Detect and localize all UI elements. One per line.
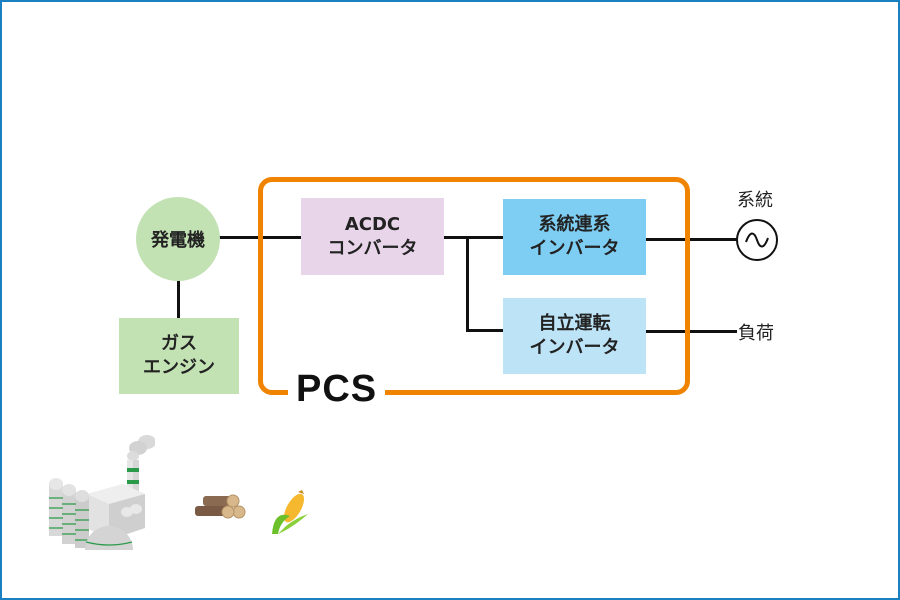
grid-tie-inverter-label-line1: 系統連系 bbox=[538, 214, 611, 235]
line-junction-vertical bbox=[466, 236, 469, 332]
generator-label: 発電機 bbox=[151, 230, 205, 251]
grid-tie-inverter-box: 系統連系 インバータ bbox=[503, 199, 646, 275]
gas-engine-box: ガス エンジン bbox=[119, 318, 239, 394]
load-label: 負荷 bbox=[738, 323, 774, 344]
acdc-converter-label-line2: コンバータ bbox=[327, 237, 418, 259]
factory-icon bbox=[49, 435, 155, 550]
standalone-inverter-box: 自立運転 インバータ bbox=[503, 298, 646, 374]
pcs-label: PCS bbox=[288, 366, 386, 412]
standalone-inverter-label-line2: インバータ bbox=[529, 337, 620, 358]
gas-engine-label-line2: エンジン bbox=[143, 357, 215, 378]
logs-icon bbox=[195, 494, 246, 519]
acdc-converter-label-line1: ACDC bbox=[344, 213, 401, 235]
line-acdc-to-junction bbox=[443, 236, 503, 239]
gas-engine-label-line1: ガス bbox=[161, 333, 197, 354]
pcs-frame bbox=[258, 177, 690, 395]
corn-icon bbox=[272, 490, 308, 534]
line-junction-to-standalone bbox=[466, 329, 503, 332]
standalone-inverter-label-line1: 自立運転 bbox=[538, 313, 611, 334]
grid-label: 系統 bbox=[737, 190, 773, 211]
line-gridtie-to-grid bbox=[645, 238, 737, 241]
generator-node: 発電機 bbox=[136, 197, 220, 281]
line-generator-to-gas-engine bbox=[177, 280, 180, 320]
ac-source-icon bbox=[736, 219, 778, 261]
acdc-converter-box: ACDC コンバータ bbox=[301, 198, 444, 275]
grid-tie-inverter-label-line2: インバータ bbox=[529, 238, 620, 259]
line-standalone-to-load bbox=[645, 330, 737, 333]
